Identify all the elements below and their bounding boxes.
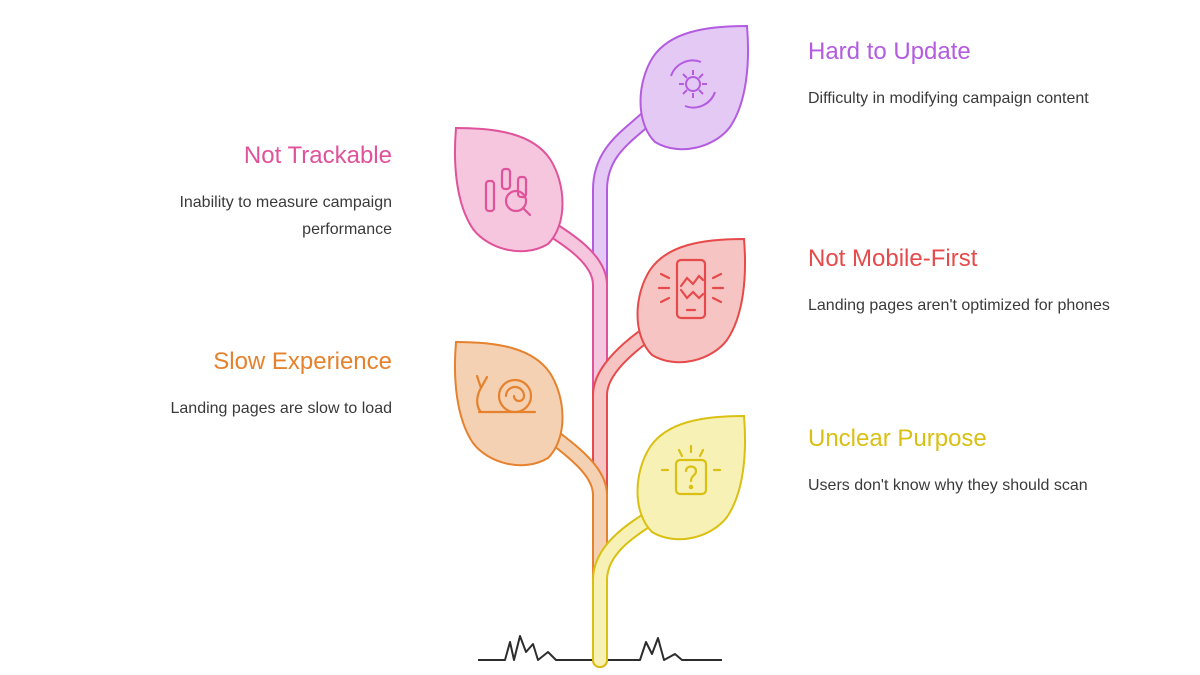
stem-orange xyxy=(537,422,608,668)
item-description: Users don't know why they should scan xyxy=(808,477,1088,494)
leaf-slow-experience xyxy=(454,340,564,467)
item-title: Hard to Update xyxy=(808,38,971,65)
item-title: Unclear Purpose xyxy=(808,425,987,452)
broken-phone-icon xyxy=(657,258,725,320)
gear-refresh-icon xyxy=(670,59,716,109)
item-description: Difficulty in modifying campaign content xyxy=(808,90,1089,107)
leaf-not-mobile-first xyxy=(636,237,746,364)
snail-icon xyxy=(475,374,537,414)
item-slow-experience: Slow Experience Landing pages are slow t… xyxy=(72,347,393,422)
chart-search-icon xyxy=(484,167,532,217)
question-box-icon xyxy=(660,444,722,496)
leaf-not-trackable xyxy=(454,126,564,253)
item-title: Not Trackable xyxy=(243,142,392,169)
item-title: Not Mobile-First xyxy=(808,245,978,272)
item-title: Slow Experience xyxy=(213,348,392,375)
leaf-hard-to-update xyxy=(639,24,749,151)
item-description: Inability to measure campaign performanc… xyxy=(179,194,392,238)
ground-line xyxy=(478,635,722,661)
item-unclear-purpose: Unclear Purpose Users don't know why the… xyxy=(808,424,1128,499)
stem-yellow xyxy=(592,504,668,668)
item-hard-to-update: Hard to Update Difficulty in modifying c… xyxy=(808,37,1148,112)
item-not-mobile-first: Not Mobile-First Landing pages aren't op… xyxy=(808,244,1148,319)
leaf-unclear-purpose xyxy=(636,414,746,541)
item-description: Landing pages aren't optimized for phone… xyxy=(808,297,1110,314)
item-not-trackable: Not Trackable Inability to measure campa… xyxy=(92,141,392,243)
item-description: Landing pages are slow to load xyxy=(170,400,393,417)
